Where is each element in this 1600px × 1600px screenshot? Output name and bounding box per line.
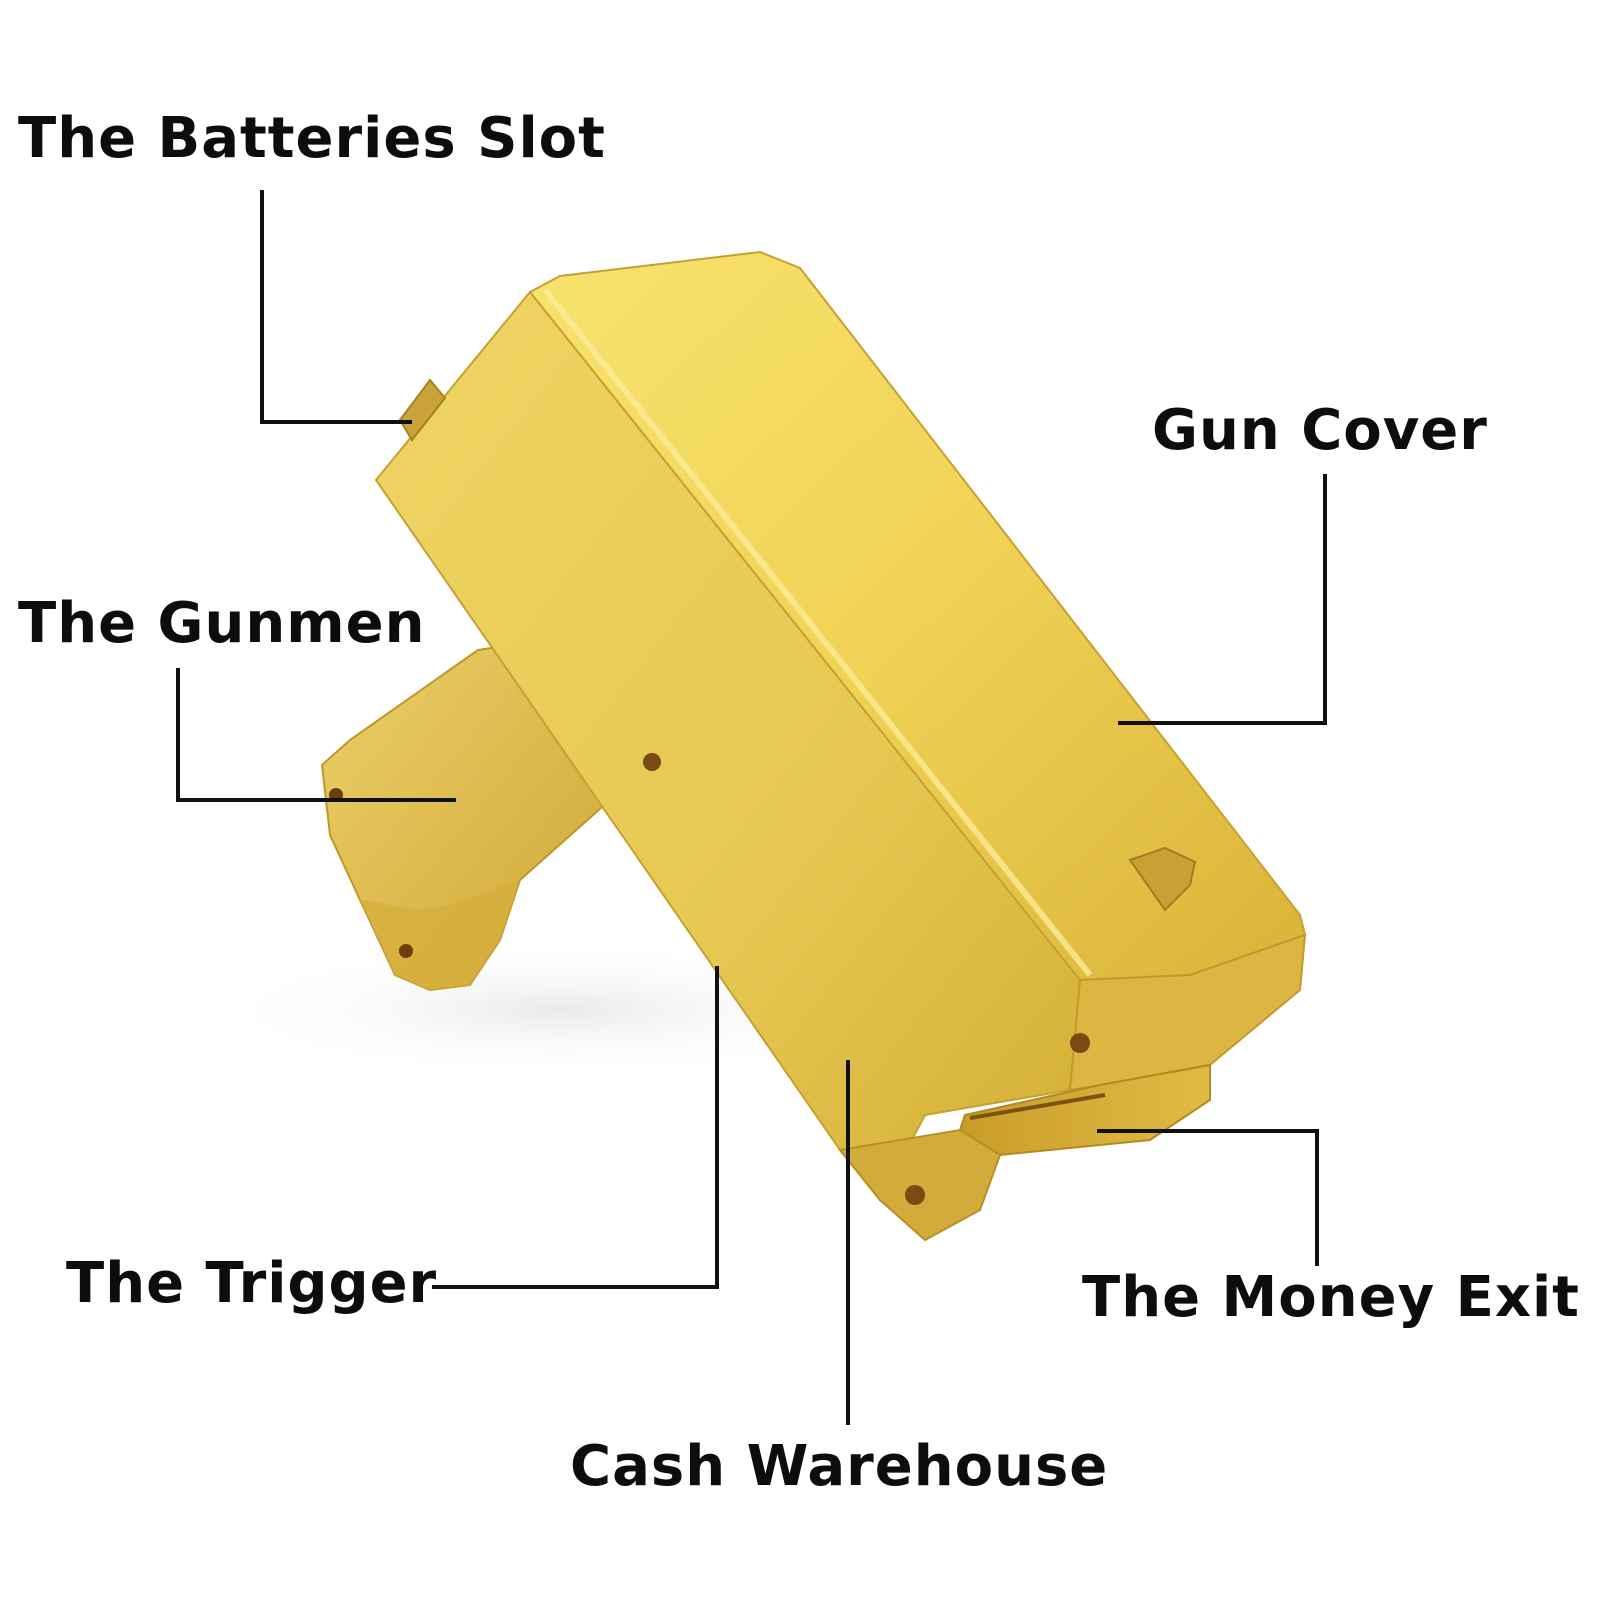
handle-screw (399, 944, 413, 958)
leader-gun-cover (1118, 474, 1327, 725)
label-batteries-slot: The Batteries Slot (18, 106, 606, 171)
body-screw-hole (905, 1185, 925, 1205)
label-money-exit: The Money Exit (1082, 1265, 1580, 1330)
label-gun-cover: Gun Cover (1152, 398, 1488, 463)
leader-money-exit (1097, 1129, 1319, 1266)
money-gun-image (320, 250, 1307, 1242)
body-screw-hole (643, 753, 661, 771)
exit-opening (969, 1093, 1106, 1120)
gun-front-cap (1068, 933, 1307, 1092)
leader-trigger (432, 966, 719, 1289)
leader-batteries-slot (260, 190, 412, 424)
label-trigger: The Trigger (66, 1251, 437, 1316)
leader-lines (176, 190, 1327, 1425)
grip-underside (360, 880, 520, 990)
leader-gunmen (176, 668, 456, 802)
body-screw-hole (1070, 1033, 1090, 1053)
cover-edge-highlight (542, 288, 1093, 977)
cover-latch (1128, 846, 1197, 912)
gun-lower-body (838, 1128, 1002, 1242)
label-cash-warehouse: Cash Warehouse (570, 1434, 1108, 1499)
battery-slot (398, 378, 447, 442)
label-gunmen: The Gunmen (18, 591, 425, 656)
